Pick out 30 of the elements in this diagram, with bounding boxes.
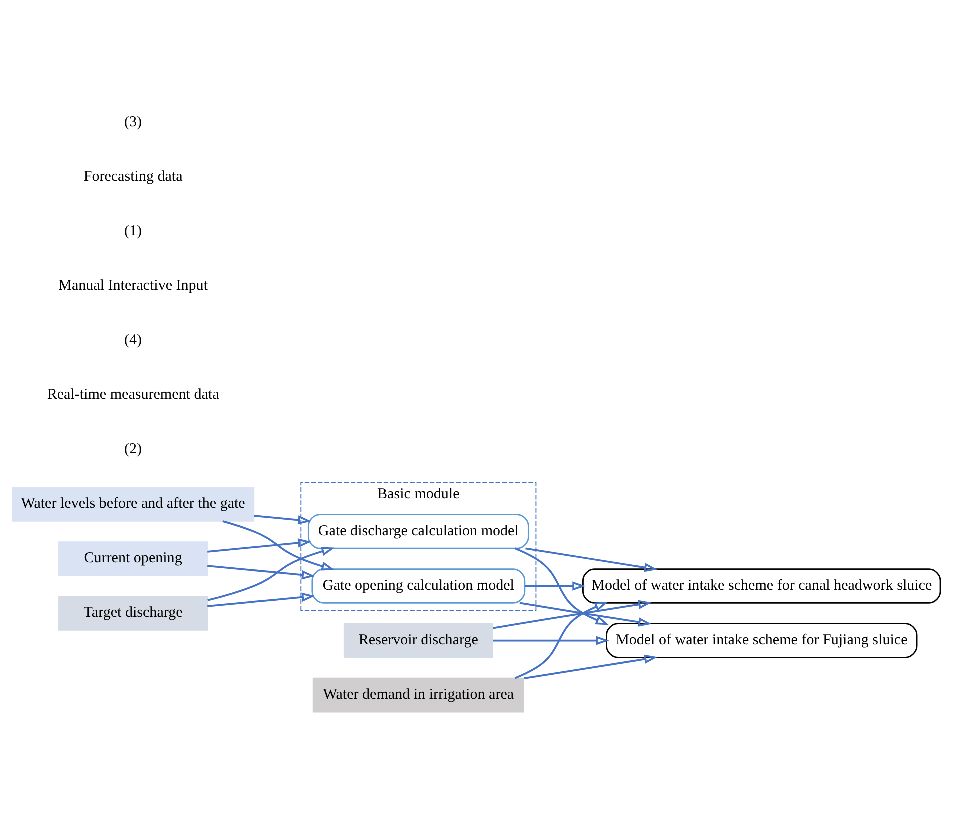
arrow <box>514 602 608 680</box>
node-box: Gate opening calculation model <box>312 568 526 604</box>
arrow <box>526 548 658 572</box>
label: Forecasting data <box>84 168 183 185</box>
arrow <box>208 592 316 608</box>
arrow <box>222 520 335 571</box>
arrow <box>493 636 610 646</box>
label: (2) <box>124 441 142 458</box>
node-box: Water levels before and after the gate <box>12 487 255 522</box>
node-box: Current opening <box>58 542 208 576</box>
arrow <box>493 600 652 630</box>
node-box: Reservoir discharge <box>344 623 494 658</box>
node-box: Model of water intake scheme for canal headwork sluice <box>582 568 942 604</box>
arrow <box>520 602 652 627</box>
label: (4) <box>124 332 142 348</box>
arrow <box>254 515 312 525</box>
label: (1) <box>124 223 142 240</box>
label: (3) <box>124 114 142 130</box>
arrow <box>208 538 312 553</box>
arrow <box>524 654 658 680</box>
node-box: Gate discharge calculation model <box>308 514 530 550</box>
label: Manual Interactive Input <box>58 278 208 294</box>
arrow <box>514 548 610 626</box>
arrow <box>208 565 316 580</box>
node-box: Water demand in irrigation area <box>312 678 524 713</box>
arrow <box>525 582 586 591</box>
label: Real-time measurement data <box>47 386 220 403</box>
node-box: Model of water intake scheme for Fujiang sluice <box>606 623 918 658</box>
node-box: Target discharge <box>58 596 208 631</box>
arrow <box>208 547 335 602</box>
